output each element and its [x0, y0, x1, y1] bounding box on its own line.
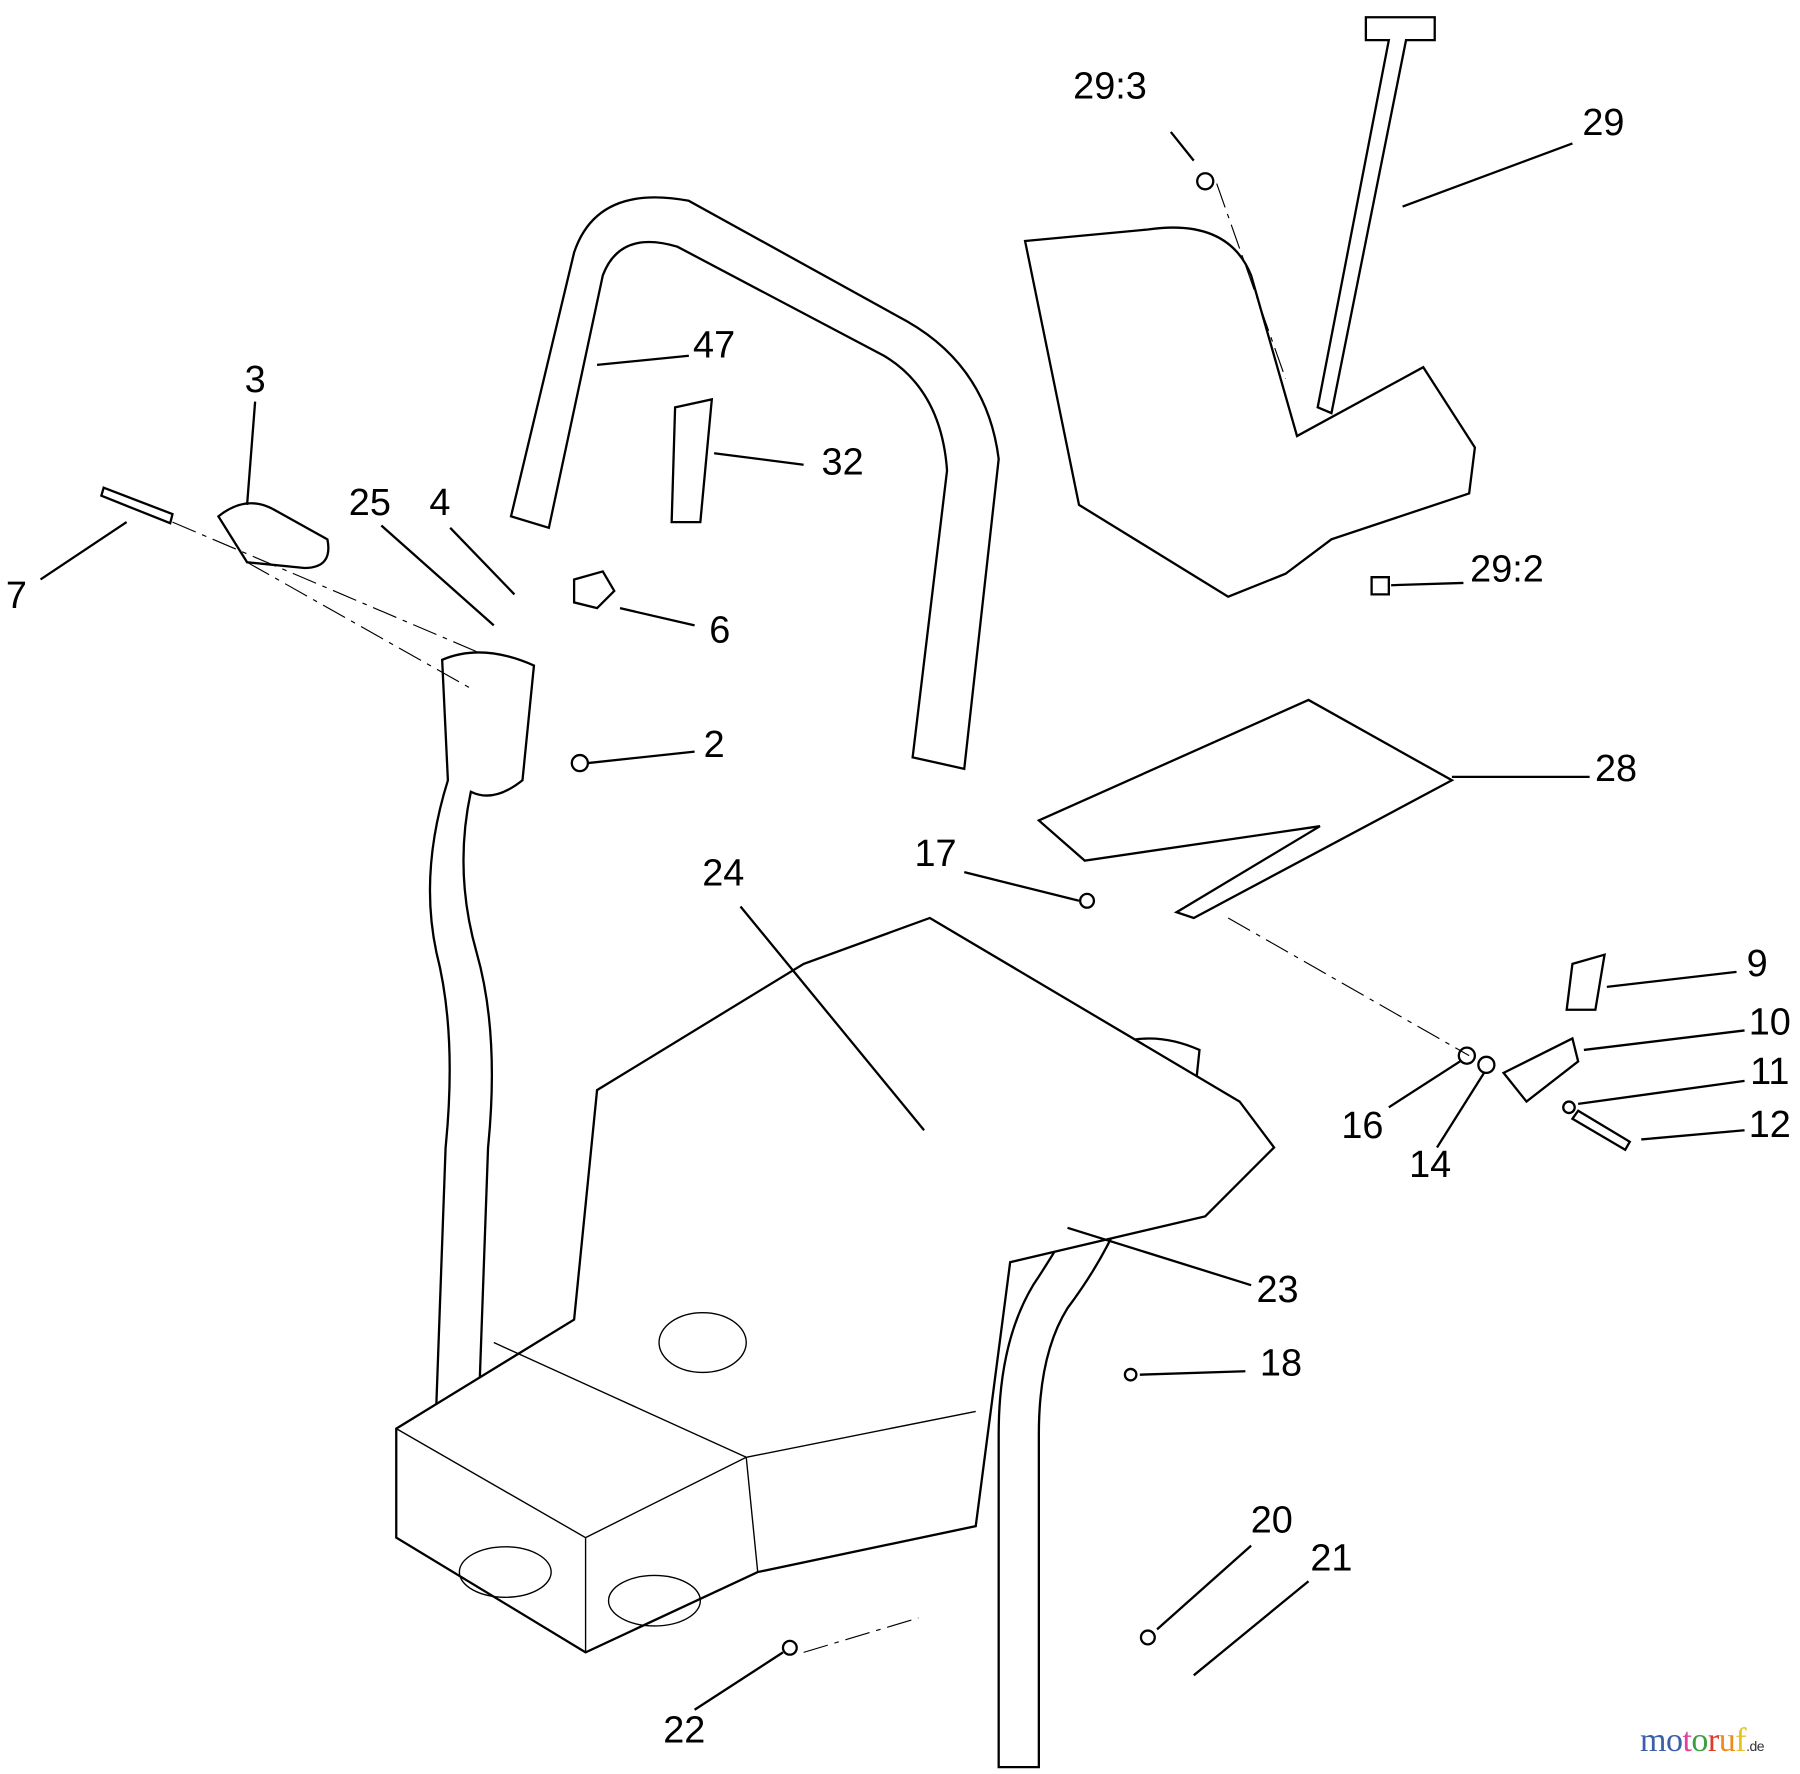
- callout-16: 16: [1341, 1105, 1383, 1147]
- callout-7: 7: [6, 575, 27, 617]
- callout-22: 22: [663, 1710, 705, 1752]
- callout-29: 29: [1582, 102, 1624, 144]
- tab-9: [1565, 953, 1606, 1011]
- callout-10: 10: [1749, 1002, 1791, 1044]
- bolt-12: [1570, 1109, 1632, 1152]
- callout-28: 28: [1595, 748, 1637, 790]
- main-frame: [395, 916, 1276, 1654]
- seat: [1023, 226, 1477, 598]
- callout-29-2: 29:2: [1470, 548, 1544, 590]
- nut-29-3: [1196, 172, 1215, 191]
- nut-17: [1079, 892, 1096, 909]
- roll-bar-left-upright: [428, 651, 536, 1470]
- logo-letter: f: [1735, 1722, 1747, 1759]
- nut-18: [1123, 1367, 1138, 1382]
- callout-9: 9: [1747, 943, 1768, 985]
- washer-20: [1139, 1629, 1156, 1646]
- callout-32: 32: [822, 442, 864, 484]
- pin-7: [99, 486, 174, 525]
- callout-3: 3: [245, 359, 266, 401]
- bolt-29-2: [1370, 576, 1390, 596]
- callout-4: 4: [429, 482, 450, 524]
- washer-16: [1457, 1046, 1477, 1065]
- nut-2: [570, 753, 590, 773]
- callout-20: 20: [1251, 1500, 1293, 1542]
- logo-letter: u: [1718, 1722, 1736, 1759]
- leader-lines: [39, 131, 1745, 1711]
- callout-14: 14: [1409, 1144, 1451, 1186]
- latch-3: [216, 502, 330, 570]
- callout-29-3: 29:3: [1073, 65, 1147, 107]
- nut-22: [781, 1639, 798, 1656]
- callout-12: 12: [1749, 1104, 1791, 1146]
- roll-bar-upper: [509, 196, 1000, 771]
- callout-6: 6: [709, 609, 730, 651]
- lever-10: [1501, 1036, 1580, 1104]
- knob-6: [572, 570, 616, 610]
- callout-23: 23: [1256, 1269, 1298, 1311]
- logo-letter: t: [1682, 1722, 1692, 1759]
- watermark-logo: motoruf.de: [1640, 1722, 1765, 1760]
- logo-letter: o: [1665, 1722, 1683, 1759]
- seat-plate-28: [1036, 698, 1455, 920]
- callout-47: 47: [693, 325, 735, 367]
- callout-21: 21: [1310, 1538, 1352, 1580]
- callout-25: 25: [349, 482, 391, 524]
- callout-24: 24: [702, 853, 744, 895]
- decal-32: [670, 397, 714, 524]
- logo-suffix: .de: [1746, 1738, 1765, 1754]
- logo-letter: o: [1691, 1722, 1708, 1759]
- seat-belt-29: [1316, 16, 1436, 415]
- callout-17: 17: [915, 833, 957, 875]
- callout-11: 11: [1750, 1051, 1789, 1093]
- washer-11: [1562, 1100, 1576, 1115]
- callout-18: 18: [1260, 1342, 1302, 1384]
- logo-letter: m: [1640, 1722, 1666, 1759]
- bushing-14: [1477, 1055, 1496, 1075]
- callout-2: 2: [704, 724, 725, 766]
- logo-letter: r: [1707, 1722, 1719, 1759]
